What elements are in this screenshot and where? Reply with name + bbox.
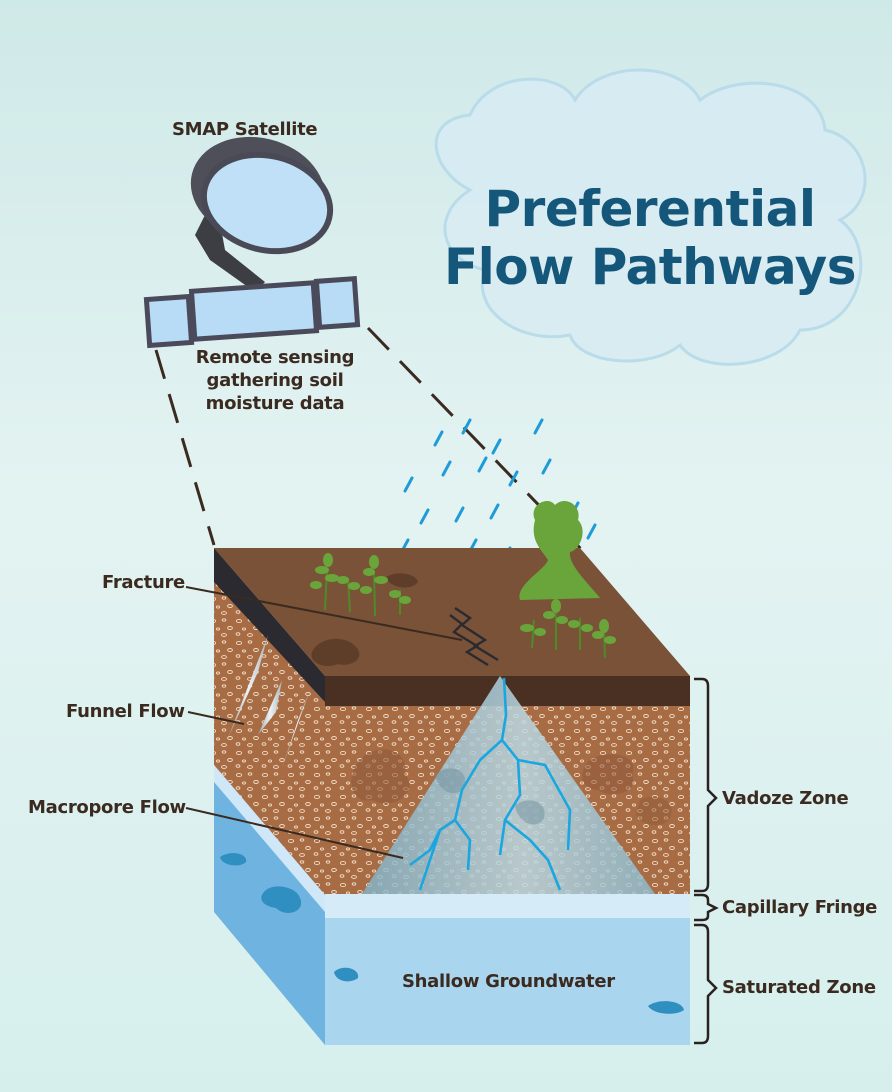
zone-brackets — [694, 677, 719, 1045]
label-capillary-fringe: Capillary Fringe — [722, 897, 878, 918]
label-leaders — [185, 586, 463, 859]
label-shallow-groundwater: Shallow Groundwater — [402, 971, 615, 992]
macropore-channels — [409, 677, 572, 891]
smap-satellite — [143, 136, 361, 349]
page-title: Preferential Flow Pathways — [440, 180, 860, 296]
label-vadoze-zone: Vadoze Zone — [722, 788, 849, 809]
fracture-mark — [449, 607, 499, 667]
title-line-2: Flow Pathways — [443, 238, 857, 296]
caption-line-1: Remote sensing — [195, 347, 355, 368]
title-line-1: Preferential — [484, 180, 816, 238]
plants — [310, 500, 616, 659]
label-saturated-zone: Saturated Zone — [722, 977, 876, 998]
groundwater-pockets — [220, 853, 684, 1014]
caption-line-2: gathering soil — [206, 370, 344, 391]
caption-line-3: moisture data — [205, 393, 345, 414]
label-funnel-flow: Funnel Flow — [66, 701, 185, 722]
funnel-flow-cones — [228, 635, 310, 768]
label-fracture: Fracture — [102, 572, 185, 593]
satellite-caption: Remote sensing gathering soil moisture d… — [180, 346, 370, 415]
label-macropore-flow: Macropore Flow — [28, 797, 186, 818]
cloud-decoration — [434, 68, 867, 366]
satellite-label: SMAP Satellite — [172, 119, 318, 140]
